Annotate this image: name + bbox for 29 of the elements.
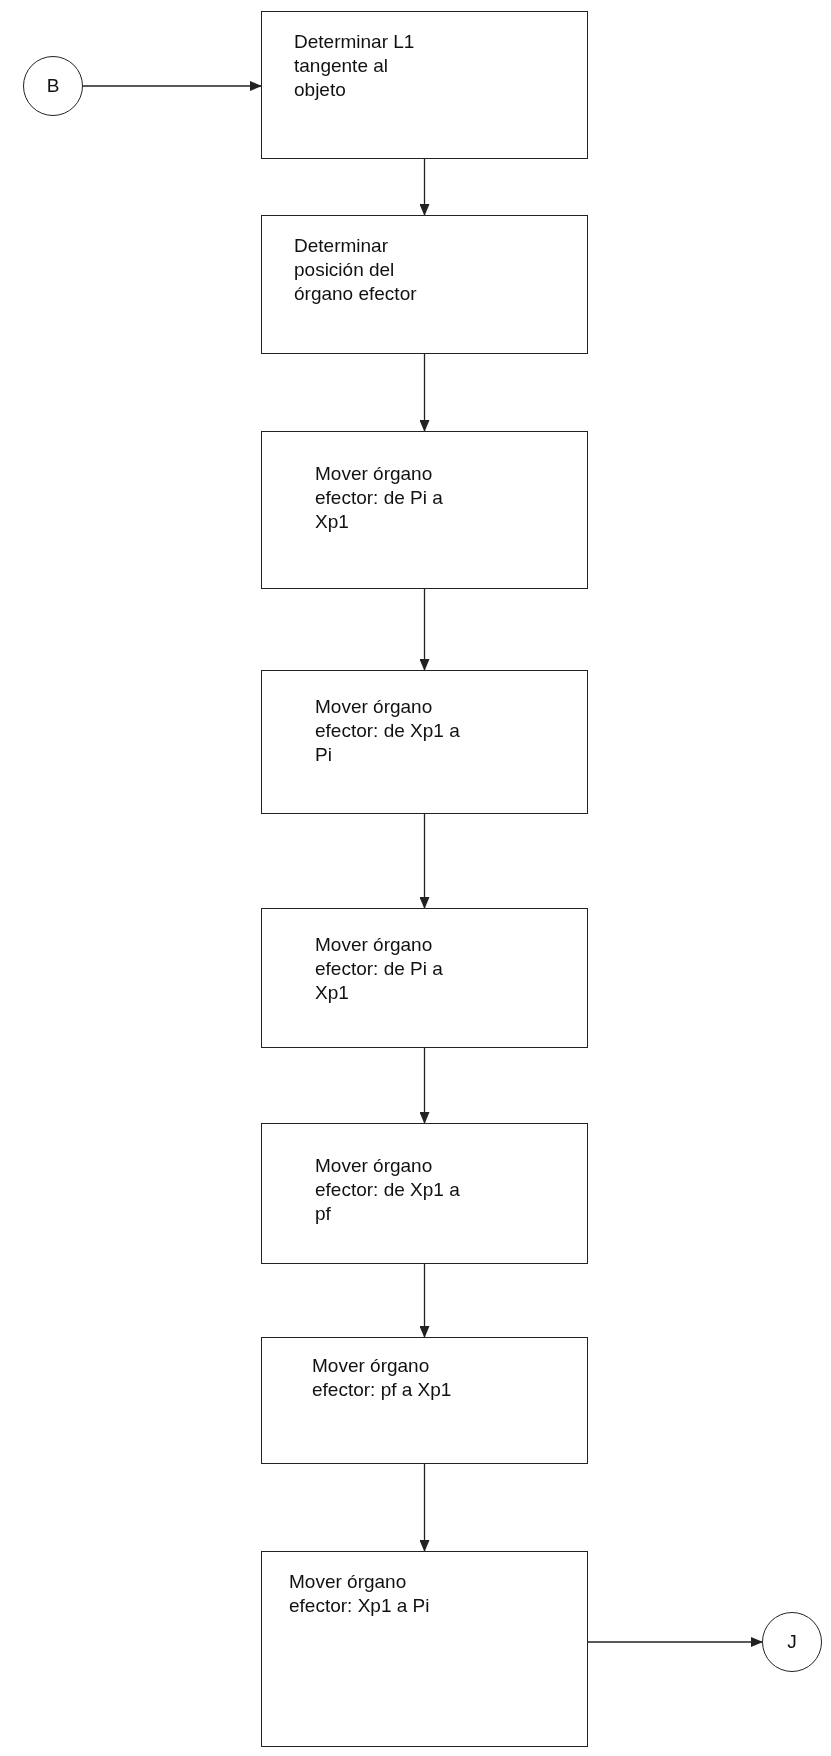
arrow [419,1047,430,1124]
step-text: Determinar L1 tangente al objeto [294,30,416,102]
process-box [261,1337,588,1464]
step-text: Mover órgano efector: de Pi a Xp1 [315,933,444,1005]
arrow [419,158,430,216]
connector-circle [762,1612,822,1672]
process-box [261,1123,588,1264]
step-text: Mover órgano efector: pf a Xp1 [312,1354,453,1402]
step-text: Mover órgano efector: Xp1 a Pi [289,1570,431,1618]
arrow [419,353,430,432]
connector-circle [23,56,83,116]
arrow [419,813,430,909]
arrow [587,1637,763,1647]
process-box [261,670,588,814]
step-text: Mover órgano efector: de Xp1 a pf [315,1154,461,1226]
process-box [261,908,588,1048]
arrow [419,588,430,671]
arrow [419,1263,430,1338]
connector-label: J [787,1630,797,1654]
step-text: Mover órgano efector: de Xp1 a Pi [315,695,461,767]
connector-label: B [46,74,60,98]
arrow [82,81,262,91]
process-box [261,215,588,354]
step-text: Mover órgano efector: de Pi a Xp1 [315,462,444,534]
process-box [261,431,588,589]
process-box [261,11,588,159]
arrow [419,1463,430,1552]
step-text: Determinar posición del órgano efector [294,234,418,306]
process-box [261,1551,588,1747]
